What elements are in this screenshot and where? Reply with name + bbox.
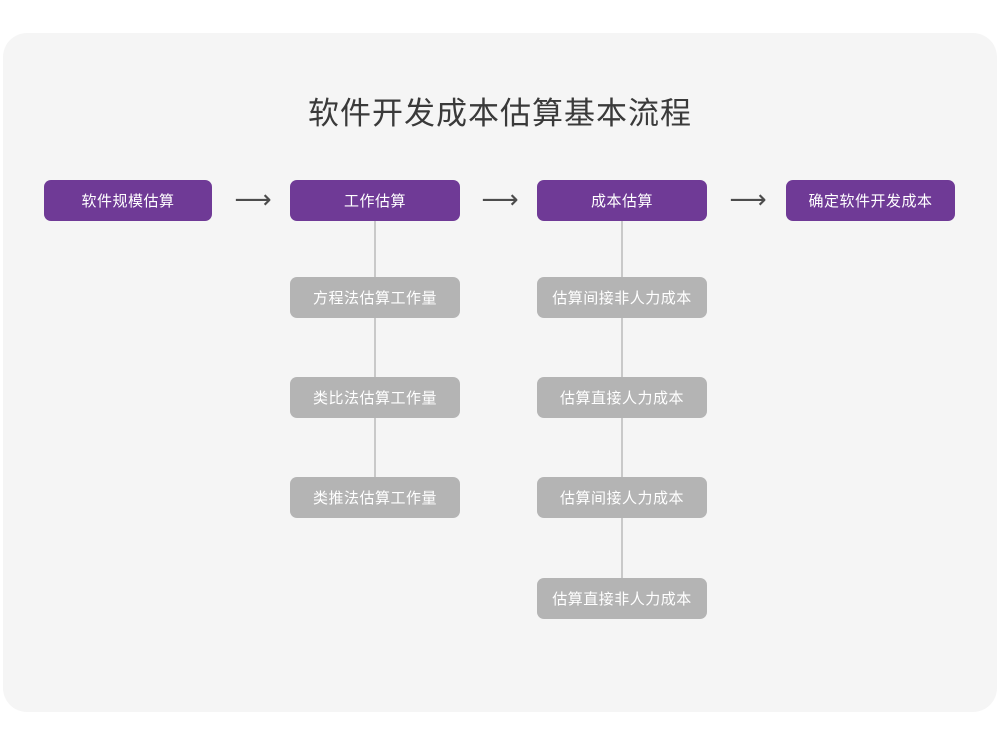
connector-line — [621, 518, 623, 578]
arrow-right-icon: ⟶ — [481, 185, 519, 215]
effort-method-node-equation[interactable]: 方程法估算工作量 — [290, 277, 460, 318]
effort-method-node-inference[interactable]: 类推法估算工作量 — [290, 477, 460, 518]
arrow-right-icon: ⟶ — [729, 185, 767, 215]
connector-line — [374, 418, 376, 477]
stage-node-software-scale-estimation[interactable]: 软件规模估算 — [44, 180, 212, 221]
effort-method-node-analogy[interactable]: 类比法估算工作量 — [290, 377, 460, 418]
cost-item-node-direct-nonlabor[interactable]: 估算直接非人力成本 — [537, 578, 707, 619]
content-card — [3, 33, 997, 712]
cost-item-node-direct-labor[interactable]: 估算直接人力成本 — [537, 377, 707, 418]
connector-line — [621, 221, 623, 277]
connector-line — [374, 318, 376, 377]
cost-item-node-indirect-nonlabor[interactable]: 估算间接非人力成本 — [537, 277, 707, 318]
connector-line — [621, 318, 623, 377]
page-title: 软件开发成本估算基本流程 — [308, 96, 692, 131]
connector-line — [374, 221, 376, 277]
stage-node-determine-development-cost[interactable]: 确定软件开发成本 — [786, 180, 955, 221]
connector-line — [621, 418, 623, 477]
stage-node-effort-estimation[interactable]: 工作估算 — [290, 180, 460, 221]
cost-item-node-indirect-labor[interactable]: 估算间接人力成本 — [537, 477, 707, 518]
arrow-right-icon: ⟶ — [234, 185, 272, 215]
stage-node-cost-estimation[interactable]: 成本估算 — [537, 180, 707, 221]
